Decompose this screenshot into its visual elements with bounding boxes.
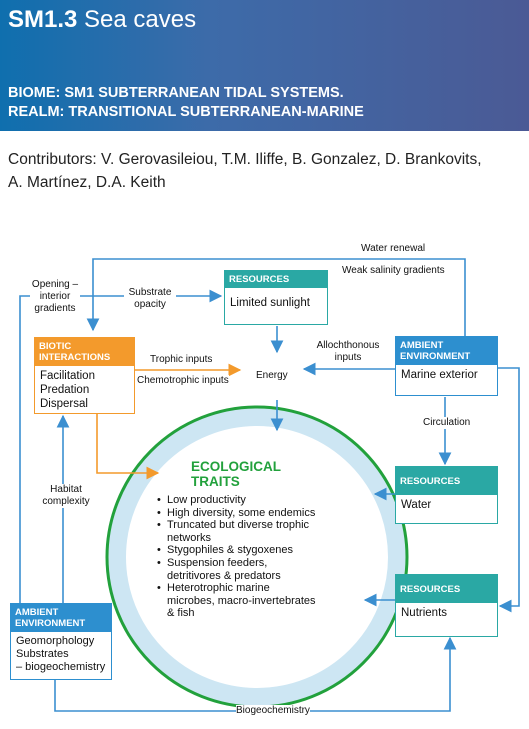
resources-sunlight-head: RESOURCES	[225, 271, 327, 288]
ambient-marine-box: AMBIENT ENVIRONMENT Marine exterior	[395, 336, 498, 396]
resources-nutrients-head: RESOURCES	[396, 575, 497, 603]
ambient-geo-head: AMBIENT ENVIRONMENT	[11, 604, 111, 632]
biotic-interactions-box: BIOTIC INTERACTIONS Facilitation Predati…	[34, 337, 135, 414]
opening-label: Opening – interior gradients	[30, 279, 80, 315]
habitat-label: Habitat complexity	[40, 484, 92, 508]
ambient-geo-box: AMBIENT ENVIRONMENT Geomorphology Substr…	[10, 603, 112, 680]
trait-item: High diversity, some endemics	[155, 507, 320, 520]
chemotrophic-label: Chemotrophic inputs	[137, 375, 229, 387]
biotic-interactions-head: BIOTIC INTERACTIONS	[35, 338, 134, 366]
resources-nutrients-body: Nutrients	[401, 607, 448, 619]
ecological-traits-title: ECOLOGICAL TRAITS	[191, 459, 281, 489]
page-title: SM1.3 Sea caves	[8, 6, 197, 33]
contributors: Contributors: V. Gerovasileiou, T.M. Ili…	[8, 151, 482, 191]
ambient-marine-body: Marine exterior	[401, 369, 478, 381]
biotic-traits-arrow	[96, 413, 160, 480]
trophic-label: Trophic inputs	[150, 354, 213, 366]
water-renewal-label: Water renewal	[361, 243, 426, 255]
header-banner: SM1.3 Sea caves BIOME: SM1 SUBTERRANEAN …	[0, 0, 529, 131]
ambient-marine-head: AMBIENT ENVIRONMENT	[396, 337, 497, 365]
biogeochemistry-label: Biogeochemistry	[236, 705, 310, 717]
biotic-interactions-body: Facilitation Predation Dispersal	[40, 370, 95, 410]
biome-realm: BIOME: SM1 SUBTERRANEAN TIDAL SYSTEMS. R…	[8, 84, 364, 122]
circulation-label: Circulation	[423, 417, 471, 429]
resources-water-box: RESOURCES Water	[395, 466, 498, 524]
allochthonous-label: Allochthonous inputs	[316, 340, 380, 364]
realm-line: REALM: TRANSITIONAL SUBTERRANEAN-MARINE	[8, 104, 364, 120]
resources-sunlight-box: RESOURCES Limited sunlight	[224, 270, 328, 325]
trait-item: Suspension feeders, detritivores & preda…	[155, 557, 320, 582]
resources-sunlight-body: Limited sunlight	[230, 297, 310, 309]
trait-item: Truncated but diverse trophic networks	[155, 519, 320, 544]
ecological-traits-list: Low productivity High diversity, some en…	[155, 494, 320, 620]
ambient-geo-body: Geomorphology Substrates – biogeochemist…	[16, 635, 106, 673]
resources-water-body: Water	[401, 499, 432, 511]
trait-item: Stygophiles & stygoxenes	[155, 544, 320, 557]
resources-water-head: RESOURCES	[396, 467, 497, 495]
water-renewal-arrow	[86, 258, 466, 336]
resources-nutrients-box: RESOURCES Nutrients	[395, 574, 498, 637]
weak-salinity-label: Weak salinity gradients	[342, 265, 445, 277]
biome-line: BIOME: SM1 SUBTERRANEAN TIDAL SYSTEMS.	[8, 85, 344, 101]
energy-label: Energy	[256, 370, 288, 382]
exterior-nutrients-arrow	[497, 367, 520, 613]
trait-item: Heterotrophic marine microbes, macro-inv…	[155, 582, 320, 620]
substrate-label: Substrate opacity	[124, 287, 176, 311]
trait-item: Low productivity	[155, 494, 320, 507]
